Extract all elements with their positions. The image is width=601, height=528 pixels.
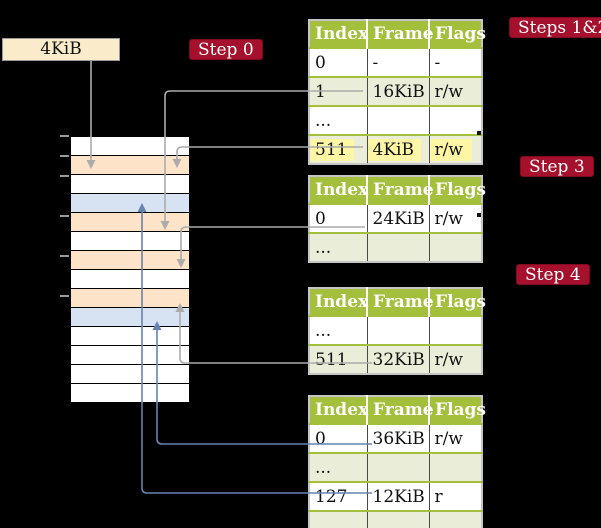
memory-tick (60, 175, 69, 177)
table-cell: 0 (309, 203, 368, 233)
physical-memory-column (70, 136, 190, 403)
memory-row-white (70, 326, 190, 346)
memory-row-white (70, 364, 190, 384)
table-cell: 0 (309, 47, 368, 77)
table-cell: 511 (309, 344, 368, 374)
table-cell: r (429, 481, 482, 511)
table-cell: - (429, 47, 482, 77)
table-cell: ... (309, 232, 368, 262)
table-cell: r/w (429, 423, 482, 453)
memory-tick (60, 155, 69, 157)
table-cell: ... (309, 105, 368, 135)
table-cell: r/w (429, 344, 482, 374)
memory-row-white (70, 269, 190, 289)
memory-row-blue (70, 193, 190, 213)
table-row: 0-- (309, 47, 482, 77)
table-cell: ... (309, 510, 368, 528)
step-0-label: Step 0 (189, 39, 263, 60)
memory-row-orange (70, 288, 190, 308)
column-header-index: Index (309, 176, 368, 204)
column-header-flags: Flags (429, 396, 486, 424)
table-row: 511 4KiB r/w (309, 134, 482, 164)
table-row: ... (309, 452, 482, 482)
steps-1-2-label: Steps 1&2 (509, 17, 601, 38)
anchor-dot (477, 131, 481, 135)
table-row: ... (309, 232, 482, 262)
anchor-dot (477, 213, 481, 217)
table-cell (367, 452, 430, 482)
table-cell: 12KiB (367, 481, 430, 511)
highlighted-value: 4KiB (367, 138, 421, 161)
column-header-index: Index (309, 396, 368, 424)
memory-row-white (70, 136, 190, 156)
table-cell: 24KiB (367, 203, 430, 233)
table-cell (367, 232, 430, 262)
table-cell: 511 (309, 134, 368, 164)
step-4-label: Step 4 (516, 264, 590, 285)
table-cell: r/w (429, 203, 482, 233)
table-cell (429, 105, 482, 135)
highlighted-value: 511 (310, 138, 355, 161)
table-cell: ... (309, 452, 368, 482)
table-cell (429, 315, 482, 345)
table-cell (367, 510, 430, 528)
table-cell: 127 (309, 481, 368, 511)
memory-tick (60, 255, 69, 257)
table-row: ... (309, 315, 482, 345)
column-header-frame: Frame (367, 20, 434, 48)
table-cell (367, 105, 430, 135)
memory-row-white (70, 383, 190, 403)
memory-row-orange (70, 212, 190, 232)
step-3-label: Step 3 (520, 156, 594, 177)
table-cell (429, 510, 482, 528)
table-cell: r/w (429, 134, 482, 164)
memory-row-white (70, 345, 190, 365)
memory-tick (60, 135, 69, 137)
column-header-frame: Frame (367, 176, 434, 204)
memory-tick (60, 215, 69, 217)
column-header-index: Index (309, 288, 368, 316)
column-header-frame: Frame (367, 288, 434, 316)
table-cell: 0 (309, 423, 368, 453)
table-cell: 1 (309, 76, 368, 106)
table-cell: 16KiB (367, 76, 430, 106)
column-header-flags: Flags (429, 176, 486, 204)
table-cell: 36KiB (367, 423, 430, 453)
table-cell: 4KiB (367, 134, 430, 164)
table-cell: - (367, 47, 430, 77)
memory-row-orange (70, 250, 190, 270)
column-header-index: Index (309, 20, 368, 48)
memory-row-white (70, 231, 190, 251)
memory-row-white (70, 174, 190, 194)
table-cell (367, 315, 430, 345)
memory-tick (60, 295, 69, 297)
memory-row-blue (70, 307, 190, 327)
table-row: ... (309, 510, 482, 528)
table-cell: 32KiB (367, 344, 430, 374)
column-header-flags: Flags (429, 288, 486, 316)
column-header-flags: Flags (429, 20, 486, 48)
table-cell: r/w (429, 76, 482, 106)
table-cell (429, 452, 482, 482)
page-size-box: 4KiB (2, 38, 120, 61)
highlighted-value: r/w (429, 138, 472, 161)
column-header-frame: Frame (367, 396, 434, 424)
memory-row-orange (70, 155, 190, 175)
table-cell (429, 232, 482, 262)
table-row: ... (309, 105, 482, 135)
table-cell: ... (309, 315, 368, 345)
